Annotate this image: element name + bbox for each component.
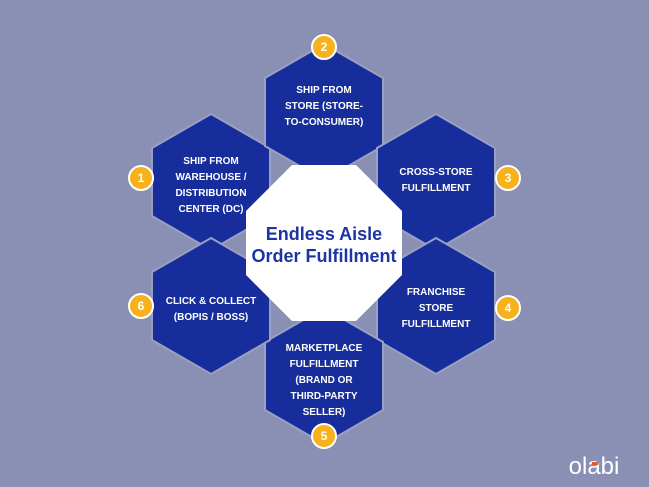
hexagon-layer: SHIP FROM WAREHOUSE / DISTRIBUTION CENTER (… — [151, 42, 496, 446]
number-badge-3-text: 3 — [505, 171, 512, 185]
hexagon-1-label-line-1: SHIP FROM — [183, 156, 238, 167]
number-badge-5 — [311, 423, 337, 449]
number-badge-2-text: 2 — [321, 40, 328, 54]
center-octagon — [246, 165, 402, 321]
number-badge-3 — [495, 165, 521, 191]
hexagon-4-label-line-3: FULFILLMENT — [402, 319, 471, 330]
badge-layer: 1 2 3 4 5 6 — [128, 34, 521, 449]
hexagon-2-label-line-1: SHIP FROM — [296, 85, 351, 96]
hexagon-6-label-line-1: CLICK & COLLECT — [166, 296, 257, 307]
logo-text: olabi — [569, 453, 620, 480]
hexagon-3-label-line-2: FULFILLMENT — [402, 183, 471, 194]
number-badge-5-text: 5 — [321, 429, 328, 443]
hexagon-5-label-line-4: THIRD-PARTY — [290, 391, 357, 402]
number-badge-6-text: 6 — [138, 299, 145, 313]
number-badge-4-text: 4 — [505, 301, 512, 315]
hexagon-2 — [264, 42, 384, 182]
number-badge-4 — [495, 295, 521, 321]
hexagon-2-label-line-2: STORE (STORE- — [285, 101, 363, 112]
hexagon-5-label-line-3: (BRAND OR — [295, 375, 353, 386]
hexagon-2-label-line-3: TO-CONSUMER) — [285, 117, 364, 128]
logo-accent-mark — [592, 462, 598, 465]
center-node: Endless Aisle Order Fulfillment — [246, 165, 402, 321]
hexagon-5-label-line-2: FULFILLMENT — [290, 359, 359, 370]
olabi-logo: olabi — [569, 453, 620, 480]
hexagon-1-label-line-4: CENTER (DC) — [179, 204, 244, 215]
number-badge-6 — [128, 293, 154, 319]
hexagon-6-label-line-2: (BOPIS / BOSS) — [174, 312, 248, 323]
hexagon-1-label-line-2: WAREHOUSE / — [175, 172, 246, 183]
number-badge-1 — [128, 165, 154, 191]
hexagon-4-label-line-2: STORE — [419, 303, 454, 314]
center-title-line-2: Order Fulfillment — [251, 246, 396, 266]
number-badge-2 — [311, 34, 337, 60]
center-title-line-1: Endless Aisle — [266, 224, 382, 244]
hexagon-5-label-line-1: MARKETPLACE — [286, 343, 363, 354]
hexagon-3-label-line-1: CROSS-STORE — [399, 167, 472, 178]
number-badge-1-text: 1 — [138, 171, 145, 185]
hexagon-1-label-line-3: DISTRIBUTION — [175, 188, 246, 199]
hexagon-5-label-line-5: SELLER) — [303, 407, 346, 418]
hexagon-4-label-line-1: FRANCHISE — [407, 287, 466, 298]
